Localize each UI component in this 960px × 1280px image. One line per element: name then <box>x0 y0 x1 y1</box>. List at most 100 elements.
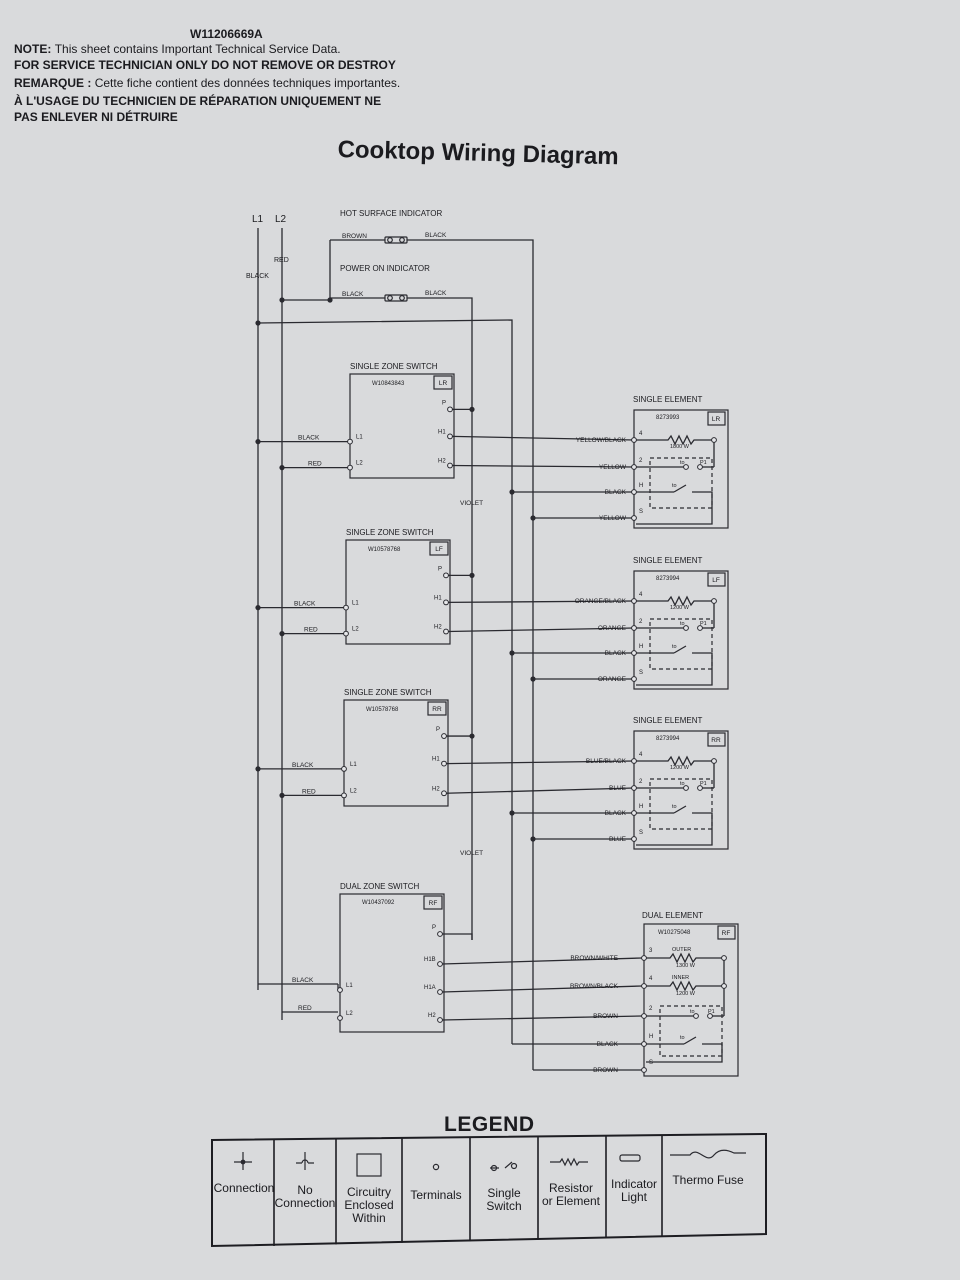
terminal <box>343 604 349 611</box>
remarque-line: REMARQUE : Cette fiche contient des donn… <box>14 76 400 90</box>
hot-surface-indicator-in-wire-label: BROWN <box>342 233 367 240</box>
dual-switch-title: DUAL ZONE SWITCH <box>340 882 419 891</box>
switch-0-position: LR <box>439 380 448 387</box>
terminal <box>341 766 347 772</box>
element-2-wire-label-1: BLUE <box>609 785 627 792</box>
l1-neutral-wire <box>257 319 513 1020</box>
terminal-label: 2 <box>639 619 643 625</box>
element-0-wattage: 1800 W <box>670 444 690 450</box>
element-2-position: RR <box>711 737 721 744</box>
terminal-label: H <box>639 483 643 489</box>
terminal-label: 4 <box>639 752 643 758</box>
element-0-thermostat-enclosure <box>649 457 713 509</box>
indicator-lamp-end <box>399 295 405 301</box>
french-line-1: À L'USAGE DU TECHNICIEN DE RÉPARATION UN… <box>14 94 382 108</box>
dual-element-position-box <box>717 925 736 940</box>
switch-1-position-box <box>429 541 449 556</box>
element-2-resistor <box>636 755 714 767</box>
switch-0-h2-wire <box>451 464 635 468</box>
element-0-wire-label-1: YELLOW <box>599 464 627 471</box>
dual-element-outer-label: OUTER <box>672 947 691 953</box>
terminal <box>683 464 689 470</box>
note-line: NOTE: This sheet contains Important Tech… <box>14 42 341 56</box>
hot-surface-indicator-label: HOT SURFACE INDICATOR <box>340 209 442 218</box>
terminal <box>641 983 647 989</box>
switch-0-h1-wire <box>451 435 635 441</box>
terminal-label: S <box>649 1060 653 1066</box>
terminal <box>343 630 349 637</box>
element-0-position-box <box>707 411 726 426</box>
element-2-wire-label-2: BLACK <box>605 810 627 817</box>
dual-switch-black-label: BLACK <box>292 977 314 984</box>
terminal-label: S <box>639 830 643 836</box>
terminal <box>631 598 637 604</box>
power-on-indicator-label: POWER ON INDICATOR <box>340 264 430 273</box>
switch-1-box <box>345 539 451 645</box>
junction-dot <box>255 439 261 445</box>
dual-element-wire-label-0: BROWN/WHITE <box>570 955 618 962</box>
terminal-label: H1 <box>432 757 440 763</box>
terminal-label: to <box>672 804 677 810</box>
switch-2-h1-wire <box>445 760 635 765</box>
terminal-label: L2 <box>356 461 363 467</box>
legend-title: LEGEND <box>444 1113 535 1136</box>
terminal-label: H1 <box>438 429 446 435</box>
switch-0-position-box <box>433 375 453 390</box>
terminal <box>641 1013 647 1019</box>
terminal <box>631 785 637 791</box>
terminal-label: H1A <box>424 985 436 991</box>
element-0-wire-label-0: YELLOW/BLACK <box>576 437 627 444</box>
switch-2-part-number: W10578768 <box>366 707 399 713</box>
terminal <box>437 989 443 995</box>
terminal-label: H1 <box>434 595 442 601</box>
element-0-wire-label-3: YELLOW <box>599 515 627 522</box>
power-on-violet-wire <box>458 297 473 940</box>
switch-0-part-number: W10843843 <box>372 381 405 387</box>
switch-0-title: SINGLE ZONE SWITCH <box>350 362 438 371</box>
junction-dot <box>509 810 515 816</box>
element-1-wire-label-3: ORANGE <box>598 676 627 683</box>
dual-element-wire-label-2: BROWN <box>593 1013 618 1020</box>
terminal-label: H <box>639 804 643 810</box>
junction-dot <box>279 631 285 637</box>
terminal-label: 4 <box>639 431 643 437</box>
l2-color-label: RED <box>274 257 289 264</box>
element-2-thermostat-enclosure <box>649 778 713 830</box>
switch-2-title: SINGLE ZONE SWITCH <box>344 688 432 697</box>
french-line-2: PAS ENLEVER NI DÉTRUIRE <box>14 110 178 124</box>
terminal-label: L2 <box>352 627 359 633</box>
element-0-wire-label-2: BLACK <box>605 489 627 496</box>
terminal-label: P <box>432 925 436 931</box>
dual-element-outer-wattage: 1300 W <box>676 963 696 969</box>
element-2-position-box <box>707 732 726 747</box>
element-2-wire-label-0: BLUE/BLACK <box>586 758 627 765</box>
terminal <box>631 437 637 443</box>
terminal <box>697 625 703 631</box>
terminal <box>337 1015 343 1021</box>
junction-dot <box>255 605 261 611</box>
terminal <box>437 1017 443 1023</box>
dual-element-box <box>643 923 739 1077</box>
indicator-lamp-end <box>399 237 405 243</box>
terminal <box>631 515 637 521</box>
terminal-label: 2 <box>639 458 643 464</box>
junction-dot <box>530 836 536 842</box>
remarque-text: Cette fiche contient des données techniq… <box>94 76 401 90</box>
terminal-label: L1 <box>346 983 353 989</box>
element-1-wire-label-1: ORANGE <box>598 625 627 632</box>
terminal <box>697 785 703 791</box>
switch-2-position-box <box>427 701 447 716</box>
terminal-label: P1 <box>700 781 707 787</box>
junction-dot <box>255 766 261 772</box>
terminal <box>447 406 453 413</box>
service-line: FOR SERVICE TECHNICIAN ONLY DO NOT REMOV… <box>14 58 396 72</box>
dual-element-position: RF <box>722 930 731 937</box>
junction-dot <box>469 572 475 578</box>
terminal <box>441 790 447 797</box>
terminal <box>631 676 637 682</box>
dual-switch-p-wire <box>442 933 473 940</box>
terminal <box>693 1013 699 1019</box>
switch-0-red-label: RED <box>308 461 322 468</box>
